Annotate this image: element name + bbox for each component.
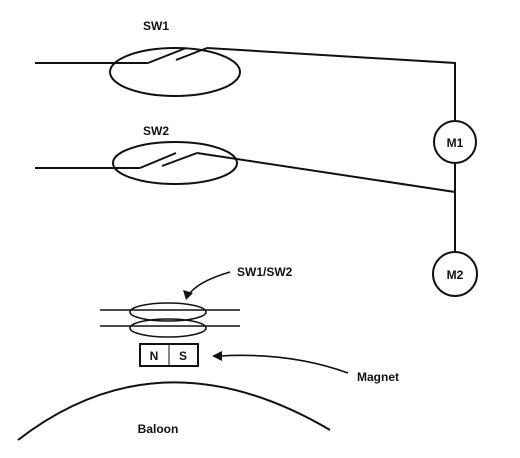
sw2-contact xyxy=(139,152,198,169)
reed-lower-envelope xyxy=(129,318,207,338)
sw2-circuit: SW2 xyxy=(35,124,456,193)
sw2-label: SW2 xyxy=(143,124,169,138)
reed-upper-envelope xyxy=(129,302,207,322)
balloon: Baloon xyxy=(17,381,331,441)
reed-switch-pair: SW1/SW2 xyxy=(100,265,293,338)
sw1-sw2-label: SW1/SW2 xyxy=(237,265,293,279)
sw1-sw2-pointer-arrow xyxy=(187,271,231,297)
magnet: N S Magnet xyxy=(139,343,399,384)
balloon-outline xyxy=(17,381,331,441)
sw1-envelope xyxy=(109,47,241,97)
magnet-arrowhead-icon xyxy=(212,351,222,361)
m2-label: M2 xyxy=(447,268,464,282)
m1-label: M1 xyxy=(447,136,464,150)
sw2-wire-right xyxy=(196,152,456,193)
sw1-circuit: SW1 xyxy=(35,19,456,120)
sw1-sw2-arrowhead-icon xyxy=(183,290,193,300)
m2-circle xyxy=(432,251,478,297)
sw1-wire-right xyxy=(206,47,456,120)
magnet-pointer-arrow xyxy=(219,354,349,374)
magnet-south-label: S xyxy=(179,349,187,363)
balloon-label: Baloon xyxy=(138,422,179,436)
m1-motor: M1 xyxy=(433,120,477,252)
sw1-label: SW1 xyxy=(143,19,169,33)
magnet-label: Magnet xyxy=(357,370,399,384)
m2-motor: M2 xyxy=(432,251,478,297)
magnet-north-label: N xyxy=(150,349,159,363)
sw2-envelope xyxy=(112,141,238,185)
